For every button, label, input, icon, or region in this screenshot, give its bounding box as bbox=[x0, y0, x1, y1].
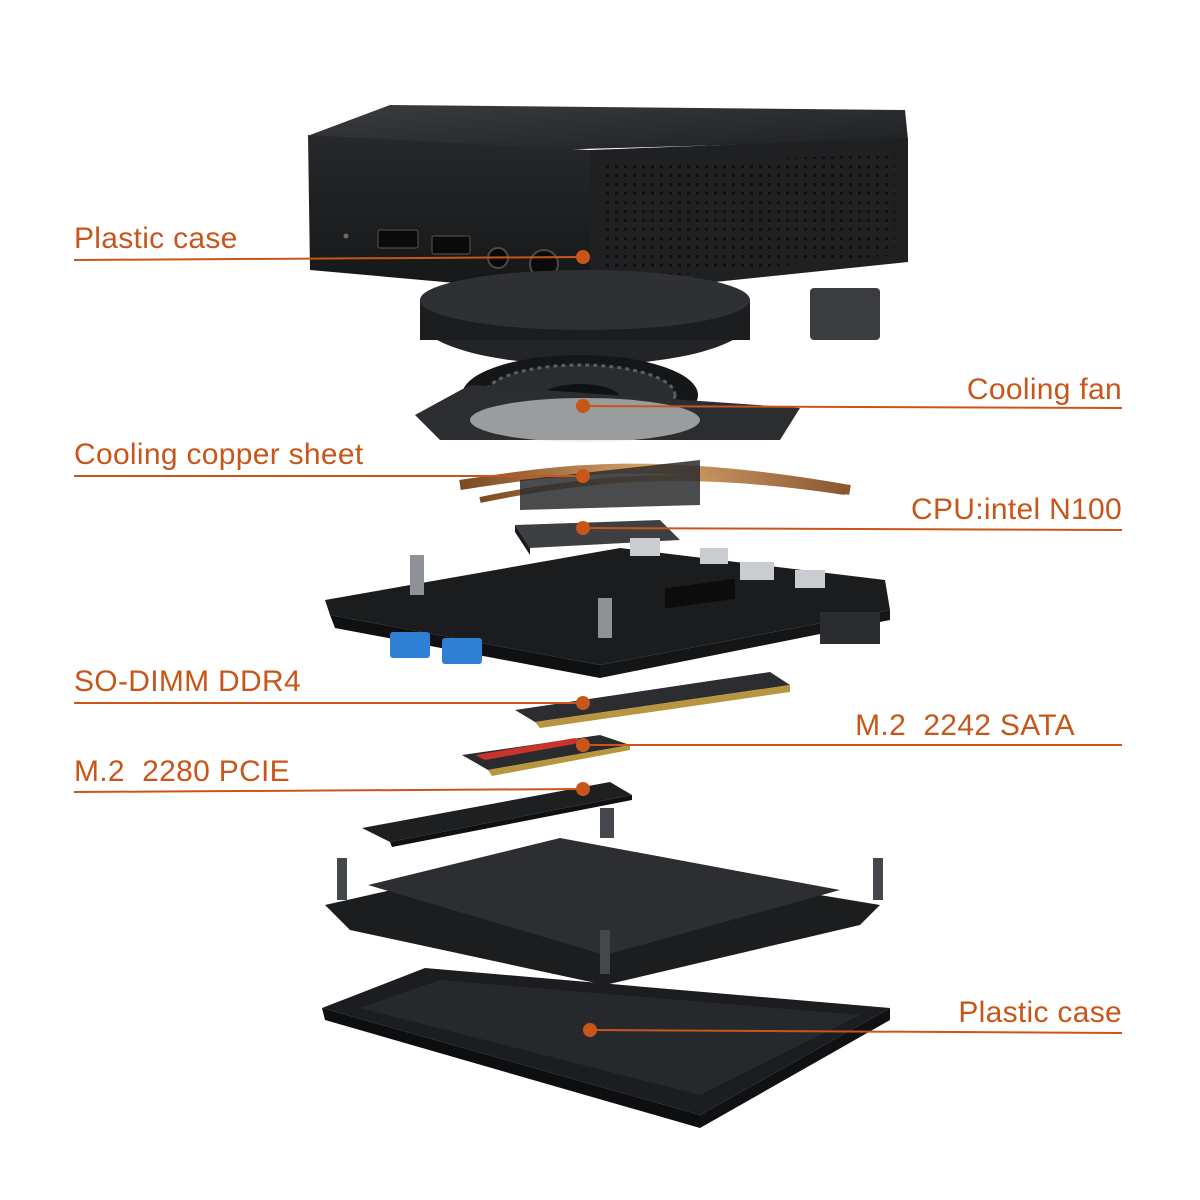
motherboard-part bbox=[325, 538, 890, 678]
leader-line-cpu bbox=[582, 527, 1123, 531]
leader-dot-cooling-copper-sheet bbox=[576, 469, 590, 483]
leader-line-cooling-fan bbox=[582, 405, 1123, 409]
leader-dot-plastic-case-bottom bbox=[583, 1023, 597, 1037]
top-plastic-case bbox=[308, 105, 908, 295]
label-plastic-case-bottom: Plastic case bbox=[958, 996, 1122, 1029]
label-so-dimm: SO-DIMM DDR4 bbox=[74, 665, 301, 698]
bottom-plastic-case bbox=[322, 968, 890, 1128]
leader-line-m2-2280 bbox=[73, 788, 584, 793]
label-cooling-fan: Cooling fan bbox=[966, 373, 1122, 406]
leader-dot-cooling-fan bbox=[576, 399, 590, 413]
label-cooling-copper-sheet: Cooling copper sheet bbox=[74, 438, 364, 471]
leader-line-plastic-case-top bbox=[73, 256, 584, 261]
label-m2-2242: M.2 2242 SATA bbox=[855, 709, 1075, 742]
cooling-copper-sheet-part bbox=[415, 385, 851, 510]
label-cpu: CPU:intel N100 bbox=[911, 493, 1122, 526]
label-plastic-case-top: Plastic case bbox=[74, 222, 238, 255]
leader-dot-m2-2280 bbox=[576, 782, 590, 796]
metal-bracket-part bbox=[325, 808, 883, 985]
m2-2280-part bbox=[362, 782, 632, 847]
leader-dot-cpu bbox=[576, 521, 590, 535]
m2-2242-part bbox=[462, 735, 630, 776]
leader-dot-so-dimm bbox=[576, 696, 590, 710]
leader-dot-plastic-case-top bbox=[576, 250, 590, 264]
leader-line-plastic-case-bottom bbox=[589, 1029, 1123, 1034]
leader-dot-m2-2242 bbox=[576, 738, 590, 752]
leader-lines bbox=[73, 250, 1123, 1037]
label-m2-2280: M.2 2280 PCIE bbox=[74, 755, 290, 788]
